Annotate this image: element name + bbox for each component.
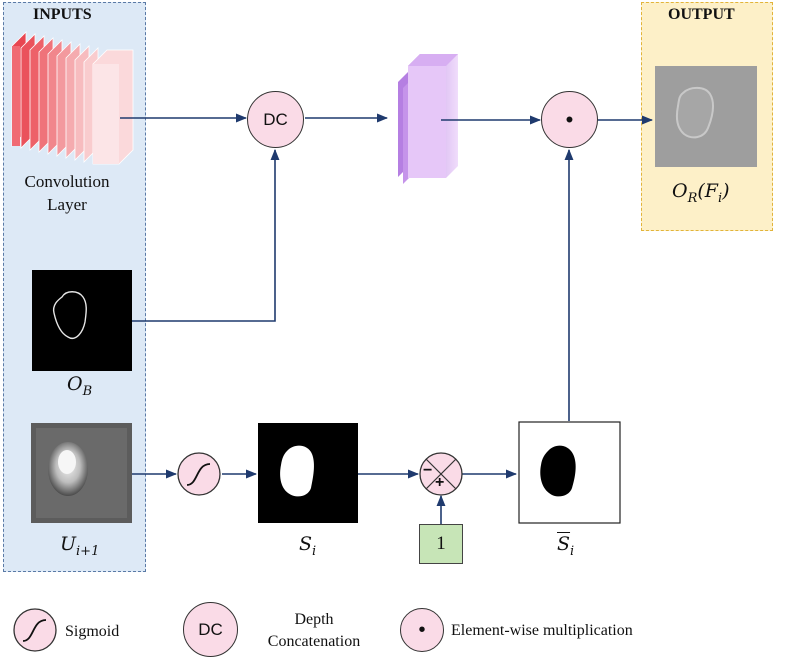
- legend-sigmoid-label: Sigmoid: [65, 623, 120, 640]
- legend-dc-label-line2: Concatenation: [267, 633, 361, 650]
- output-title: OUTPUT: [668, 6, 735, 23]
- reverse-map-image: [518, 421, 621, 524]
- legend-multiply-label: Element-wise multiplication: [451, 622, 633, 639]
- subtract-minus-sign: −: [423, 462, 433, 479]
- boundary-image: [32, 270, 132, 371]
- legend-dc-symbol: DC: [183, 602, 238, 657]
- output-label: OR(Fi): [672, 180, 730, 206]
- constant-one-box: 1: [419, 524, 463, 564]
- output-image: [655, 66, 757, 167]
- connections: [120, 113, 654, 524]
- feature-map-stack: [398, 54, 458, 184]
- convolution-layer-stack: [11, 31, 134, 165]
- boundary-label: OB: [67, 373, 93, 399]
- subtract-plus-sign: +: [435, 474, 445, 491]
- legend-dc-label-line1: Depth: [294, 611, 334, 628]
- upsampled-image: [31, 423, 132, 523]
- conv-layer-label: Convolution Layer: [8, 170, 126, 216]
- sigmoid-map-label: Si: [299, 533, 317, 559]
- subtract-node: [419, 452, 463, 496]
- depth-concat-node: DC: [247, 91, 304, 148]
- legend-sigmoid-symbol: [13, 608, 57, 652]
- conv-layer-label-line1: Convolution: [24, 172, 110, 191]
- sigmoid-map-image: [258, 423, 358, 523]
- multiply-node: •: [541, 91, 598, 148]
- reverse-map-label: Si: [557, 533, 575, 559]
- legend-multiply-symbol: •: [400, 608, 444, 652]
- sigmoid-node: [177, 452, 221, 496]
- conv-layer-label-line2: Layer: [47, 195, 87, 214]
- upsampled-label: Ui+1: [60, 533, 100, 559]
- legend-dc-label: Depth Concatenation: [250, 609, 378, 653]
- inputs-title: INPUTS: [33, 6, 92, 23]
